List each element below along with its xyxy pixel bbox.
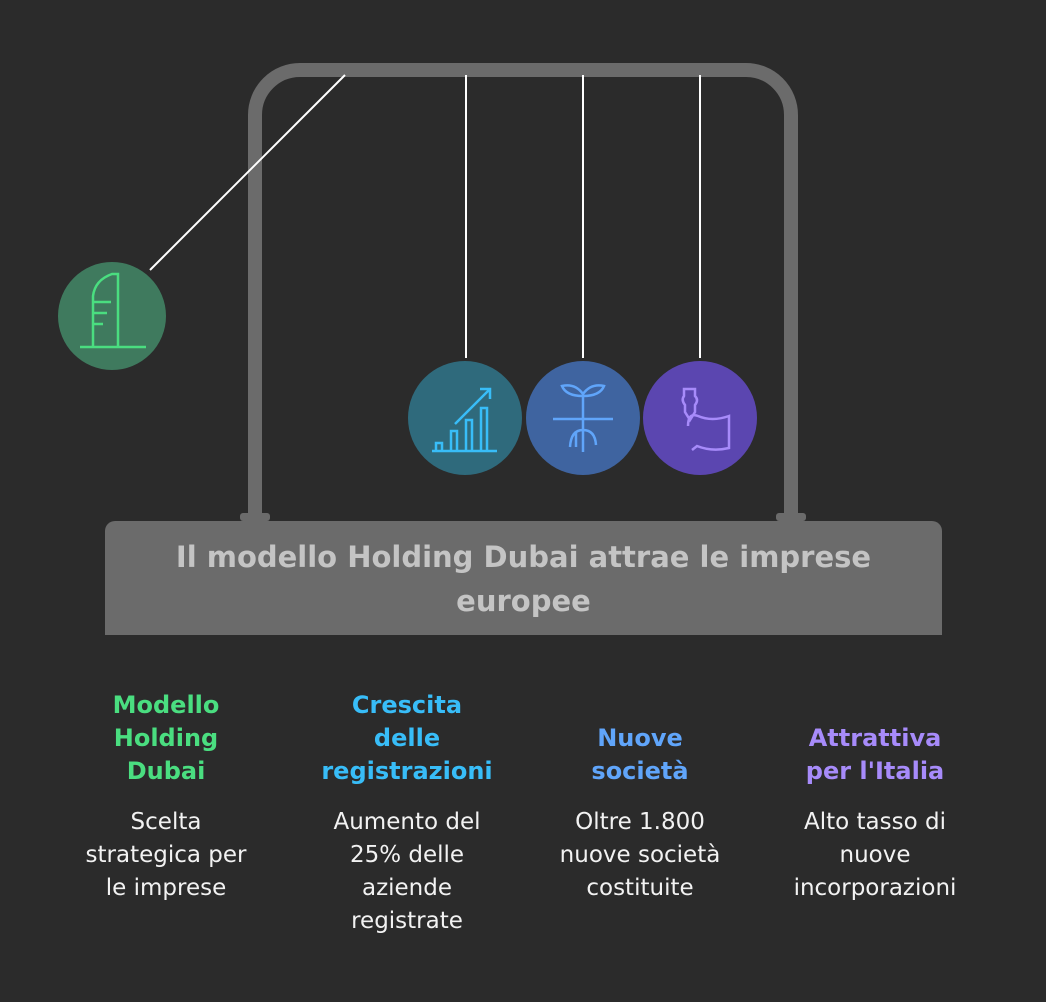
desc-line: aziende [361,875,453,901]
frame-foot-right [776,513,806,521]
heading-line: Crescita [351,691,463,719]
cradle-base [105,521,942,635]
frame-foot-left [240,513,270,521]
growth-chart-icon [432,387,497,453]
item-description: Aumento del 25% delle aziende registrate [292,806,522,938]
desc-line: Aumento del [333,809,481,835]
item-heading: Modello Holding Dubai [51,689,281,788]
building-icon [80,272,146,349]
desc-line: Oltre 1.800 [575,809,705,835]
desc-line: Alto tasso di [804,809,946,835]
heading-line: Nuove [597,724,683,752]
hand-dropper-icon [681,387,731,451]
desc-line: Scelta [130,809,202,835]
heading-line: Modello [112,691,220,719]
item-crescita-registrazioni: Crescita delle registrazioni Aumento del… [292,689,522,938]
diagram-title: Il modello Holding Dubai attrae le impre… [105,535,942,623]
desc-line: nuove società [559,842,721,868]
item-description: Alto tasso di nuove incorporazioni [760,806,990,905]
desc-line: incorporazioni [793,875,957,901]
item-heading: Attrattiva per l'Italia [760,722,990,788]
ball-3 [526,361,640,475]
heading-line: delle [373,724,441,752]
item-heading: Crescita delle registrazioni [292,689,522,788]
title-line: Il modello Holding Dubai attrae le impre… [175,540,872,574]
desc-line: 25% delle [349,842,465,868]
ball-1 [58,262,166,370]
item-attrattiva-italia: Attrattiva per l'Italia Alto tasso di nu… [760,722,990,905]
heading-line: Holding [113,724,219,752]
ball-4 [643,361,757,475]
item-nuove-societa: Nuove società Oltre 1.800 nuove società … [525,722,755,905]
item-description: Scelta strategica per le imprese [51,806,281,905]
heading-line: registrazioni [321,757,493,785]
desc-line: costituite [586,875,694,901]
desc-line: le imprese [105,875,227,901]
ball-2 [408,361,522,475]
desc-line: registrate [351,908,463,934]
item-heading: Nuove società [525,722,755,788]
item-description: Oltre 1.800 nuove società costituite [525,806,755,905]
desc-line: nuove [839,842,911,868]
heading-line: Attrattiva [808,724,942,752]
heading-line: società [591,757,689,785]
title-line: europee [456,584,591,618]
heading-line: per l'Italia [805,757,945,785]
cradle-frame [248,63,798,515]
item-modello-holding-dubai: Modello Holding Dubai Scelta strategica … [51,689,281,905]
sprout-icon [553,384,613,452]
desc-line: strategica per [85,842,247,868]
heading-line: Dubai [126,757,206,785]
string-1 [149,74,346,271]
